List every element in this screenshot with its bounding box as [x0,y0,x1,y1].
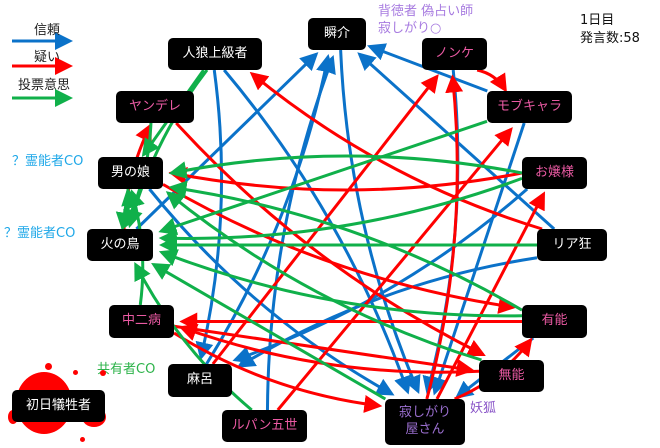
node-chuuni[interactable]: 中二病 [109,305,174,338]
post-count: 発言数:58 [580,31,640,46]
edge-vote-lupin-to-hinotori [134,261,253,412]
mason-co-note: 共有者CO [97,362,156,377]
node-hinotori[interactable]: 火の鳥 [87,229,153,261]
edge-vote-ojou-to-hinotori [158,176,523,248]
node-otoko[interactable]: 男の娘 [98,157,163,189]
edge-vote-ojou-to-otoko [168,154,523,179]
edge-doubt-chuuni-to-munou [173,324,475,377]
edge-trust-ojou-to-maro [232,187,529,364]
edge-vote-mob-to-hinotori [158,119,488,235]
edge-trust-lupin-to-shunsuke [265,55,336,411]
node-yuunou[interactable]: 有能 [522,305,587,338]
game-info: 1日目 発言数:58 [580,12,640,48]
medium-co-note-2: ？霊能者CO [4,226,76,241]
node-sabishi[interactable]: 寂しがり屋さん [385,399,465,445]
edge-trust-shunsuke-to-sabishi [339,49,421,394]
edge-trust-jinro-to-sabishi [222,69,412,395]
edge-doubt-ojou-to-otoko [168,167,523,192]
legend-trust-label: 信頼 [34,23,61,38]
legend-doubt-label: 疑い [34,50,61,65]
legend-arrows [12,32,73,107]
node-munou[interactable]: 無能 [479,360,544,392]
medium-co-note-1: ？霊能者CO [12,154,84,169]
node-shunsuke[interactable]: 瞬介 [308,18,366,50]
edge-doubt-yandere-to-munou [175,121,486,356]
edge-vote-munou-to-otoko [165,191,482,362]
fox-note: 妖狐 [470,401,497,416]
edge-vote-sabishi-to-hinotori [151,263,387,401]
seer-note: 背徳者 偽占い師 寂しがり○ [378,3,473,37]
node-jinro[interactable]: 人狼上級者 [168,38,262,70]
seer-note-line1: 背徳者 偽占い師 [378,4,474,19]
edge-vote-hinotori-to-otoko [120,187,140,230]
edge-doubt-sabishi-to-nonke [425,74,464,400]
seer-note-line2: 寂しがり○ [378,21,442,36]
edge-trust-mob-to-sabishi [430,122,526,396]
node-riakyo[interactable]: リア狂 [537,229,607,261]
edge-doubt-maro-to-nonke [211,74,439,365]
node-victim[interactable]: 初日犠牲者 [12,390,105,422]
edge-doubt-nonke-to-mob [476,68,507,93]
edge-doubt-riakyo-to-jinro [249,71,543,231]
edge-vote-yuunou-to-hinotori [158,249,523,318]
node-yandere[interactable]: ヤンデレ [116,91,194,123]
node-ojou[interactable]: お嬢様 [522,157,587,189]
node-lupin[interactable]: ルパン五世 [222,410,307,442]
node-mob[interactable]: モブキャラ [487,91,572,123]
edge-vote-yuunou-to-otoko [168,180,523,312]
edge-doubt-chuuni-to-sabishi [173,331,383,413]
legend-vote-label: 投票意思 [18,78,71,93]
edge-trust-hinotori-to-shunsuke [135,52,319,231]
edge-doubt-otoko-to-yuunou [162,183,517,314]
day-label: 1日目 [580,13,615,28]
node-nonke[interactable]: ノンケ [422,38,487,70]
node-maro[interactable]: 麻呂 [168,364,232,397]
